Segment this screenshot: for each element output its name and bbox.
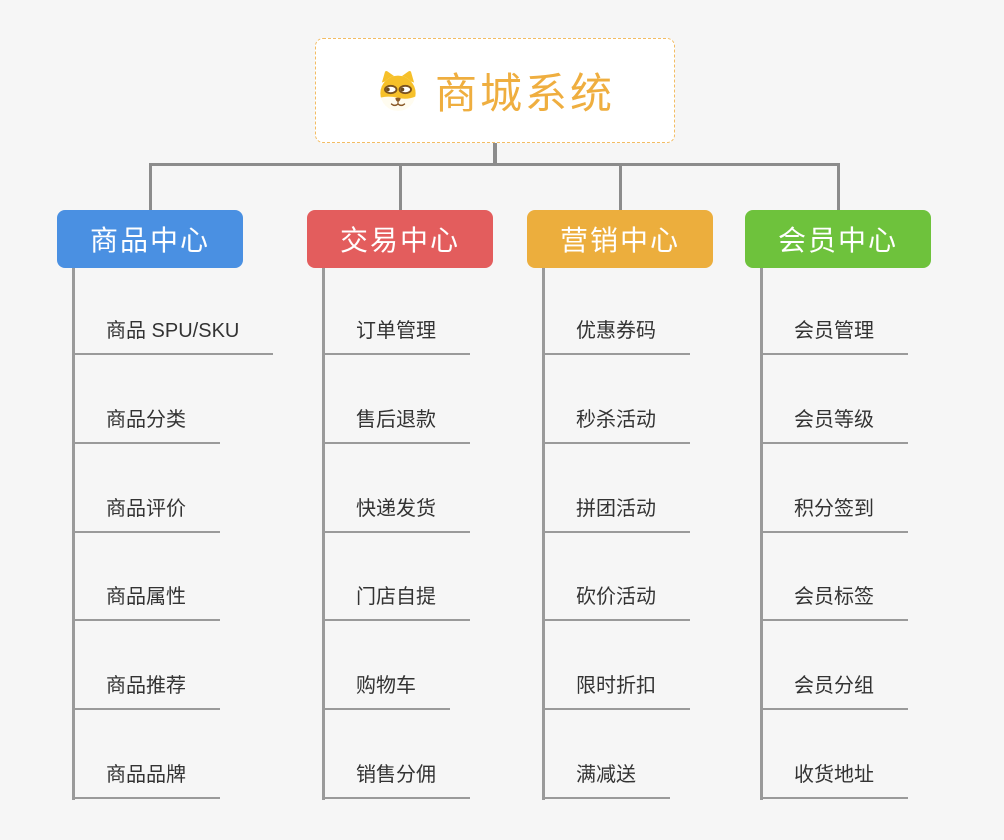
branch-label: 会员中心 (777, 225, 898, 256)
mindmap-item[interactable]: 快递发货 (322, 492, 470, 533)
mindmap-item[interactable]: 收货地址 (760, 758, 908, 799)
root-title: 商城系统 (434, 70, 615, 117)
branch-trunk-member (760, 268, 763, 800)
mindmap-item[interactable]: 商品推荐 (72, 669, 220, 710)
mindmap-item[interactable]: 会员管理 (760, 314, 908, 355)
mindmap-item[interactable]: 售后退款 (322, 403, 470, 444)
branch-node-product-center[interactable]: 商品中心 (57, 210, 243, 268)
mindmap-item[interactable]: 会员等级 (760, 403, 908, 444)
branch-node-member-center[interactable]: 会员中心 (745, 210, 931, 268)
drop-connector-trade (399, 163, 402, 210)
branch-label: 商品中心 (89, 225, 210, 256)
dog-face-icon (375, 69, 421, 113)
drop-connector-marketing (619, 163, 622, 210)
mindmap-item[interactable]: 商品品牌 (72, 758, 220, 799)
mindmap-item[interactable]: 商品 SPU/SKU (72, 314, 274, 355)
mindmap-item[interactable]: 商品评价 (72, 492, 220, 533)
branch-trunk-product (72, 268, 75, 800)
mindmap-item[interactable]: 商品属性 (72, 580, 220, 621)
branch-label: 营销中心 (559, 225, 680, 256)
mindmap-item[interactable]: 限时折扣 (542, 669, 690, 710)
mindmap-item[interactable]: 商品分类 (72, 403, 220, 444)
mindmap-item[interactable]: 砍价活动 (542, 580, 690, 621)
root-connector-stub (493, 143, 497, 165)
mindmap-item[interactable]: 优惠券码 (542, 314, 690, 355)
branch-node-marketing-center[interactable]: 营销中心 (527, 210, 713, 268)
root-node[interactable]: 商城系统 (315, 38, 675, 143)
mindmap-item[interactable]: 满减送 (542, 758, 670, 799)
branch-trunk-trade (322, 268, 325, 800)
mindmap-item[interactable]: 积分签到 (760, 492, 908, 533)
mindmap-item[interactable]: 销售分佣 (322, 758, 470, 799)
mindmap-item[interactable]: 拼团活动 (542, 492, 690, 533)
branch-label: 交易中心 (339, 225, 460, 256)
mindmap-item[interactable]: 会员标签 (760, 580, 908, 621)
mindmap-item[interactable]: 秒杀活动 (542, 403, 690, 444)
mindmap-item[interactable]: 会员分组 (760, 669, 908, 710)
drop-connector-product (149, 163, 152, 210)
mindmap-item[interactable]: 订单管理 (322, 314, 470, 355)
mindmap-item[interactable]: 门店自提 (322, 580, 470, 621)
horizontal-connector (149, 163, 840, 166)
mindmap-item[interactable]: 购物车 (322, 669, 450, 710)
branch-trunk-marketing (542, 268, 545, 800)
branch-node-trade-center[interactable]: 交易中心 (307, 210, 493, 268)
drop-connector-member (837, 163, 840, 210)
